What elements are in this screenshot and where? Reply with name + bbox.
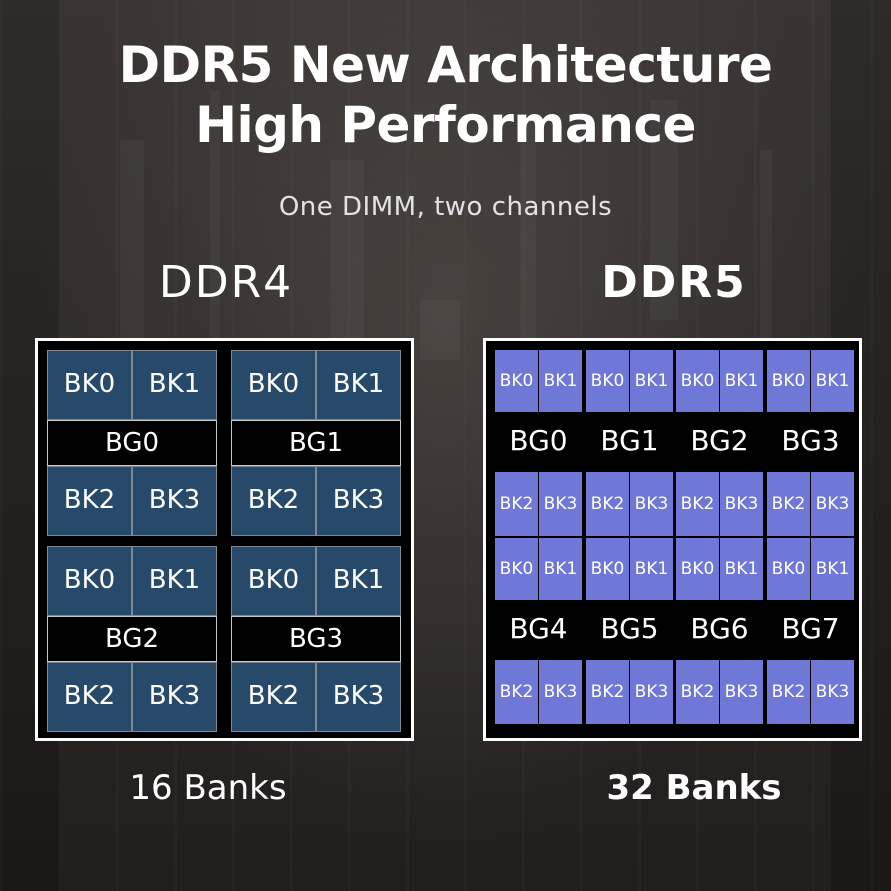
bank-cell: BK0 (495, 350, 538, 412)
bank-group-label: BG6 (676, 600, 763, 658)
bank-cell: BK3 (316, 662, 401, 732)
ddr4-bank-count: 16 Banks (129, 768, 287, 808)
bank-cell: BK0 (767, 538, 810, 600)
bank-cell: BK0 (47, 350, 132, 420)
bank-cell: BK2 (767, 660, 810, 724)
bank-cell: BK3 (811, 472, 854, 536)
subtitle: One DIMM, two channels (278, 192, 613, 222)
bank-cell: BK0 (231, 546, 316, 616)
bank-cell: BK3 (132, 466, 217, 536)
bank-cell: BK2 (47, 466, 132, 536)
bank-group-label: BG0 (495, 412, 582, 470)
page-title: DDR5 New Architecture (118, 36, 773, 94)
bank-cell: BK1 (132, 546, 217, 616)
bank-cell: BK2 (767, 472, 810, 536)
bank-cell: BK2 (495, 472, 538, 536)
bank-cell: BK1 (539, 350, 582, 412)
bank-cell: BK1 (720, 538, 763, 600)
ddr4-heading: DDR4 (158, 257, 294, 308)
bank-group-label: BG4 (495, 600, 582, 658)
bank-cell: BK0 (231, 350, 316, 420)
bank-cell: BK3 (630, 472, 673, 536)
bank-group-label: BG7 (767, 600, 854, 658)
bank-group-label: BG0 (47, 420, 217, 466)
bank-cell: BK0 (47, 546, 132, 616)
bank-cell: BK3 (630, 660, 673, 724)
bank-cell: BK2 (495, 660, 538, 724)
bank-cell: BK0 (586, 538, 629, 600)
bank-cell: BK1 (132, 350, 217, 420)
bank-cell: BK3 (720, 660, 763, 724)
bank-group-label: BG3 (767, 412, 854, 470)
bank-group-label: BG2 (676, 412, 763, 470)
ddr5-bank-count: 32 Banks (606, 768, 782, 808)
bank-cell: BK0 (676, 538, 719, 600)
ddr5-heading: DDR5 (601, 257, 747, 308)
bank-cell: BK1 (316, 546, 401, 616)
bank-group-label: BG5 (586, 600, 673, 658)
bank-group-label: BG3 (231, 616, 401, 662)
bank-cell: BK1 (630, 350, 673, 412)
bank-cell: BK0 (586, 350, 629, 412)
bank-cell: BK2 (676, 660, 719, 724)
bank-cell: BK2 (231, 662, 316, 732)
bank-cell: BK2 (231, 466, 316, 536)
bank-cell: BK1 (630, 538, 673, 600)
bank-group-label: BG2 (47, 616, 217, 662)
bank-cell: BK0 (676, 350, 719, 412)
bank-cell: BK2 (586, 660, 629, 724)
bank-cell: BK1 (811, 538, 854, 600)
bank-cell: BK0 (767, 350, 810, 412)
bank-group-label: BG1 (231, 420, 401, 466)
bank-cell: BK3 (811, 660, 854, 724)
bank-cell: BK1 (720, 350, 763, 412)
bank-cell: BK2 (586, 472, 629, 536)
bank-group-label: BG1 (586, 412, 673, 470)
bank-cell: BK2 (676, 472, 719, 536)
bank-cell: BK3 (539, 472, 582, 536)
bank-cell: BK2 (47, 662, 132, 732)
page-title-line2: High Performance (195, 96, 696, 154)
bank-cell: BK0 (495, 538, 538, 600)
bank-cell: BK3 (539, 660, 582, 724)
bank-cell: BK1 (811, 350, 854, 412)
bank-cell: BK3 (720, 472, 763, 536)
bank-cell: BK3 (132, 662, 217, 732)
bank-cell: BK1 (539, 538, 582, 600)
bank-cell: BK1 (316, 350, 401, 420)
bank-cell: BK3 (316, 466, 401, 536)
